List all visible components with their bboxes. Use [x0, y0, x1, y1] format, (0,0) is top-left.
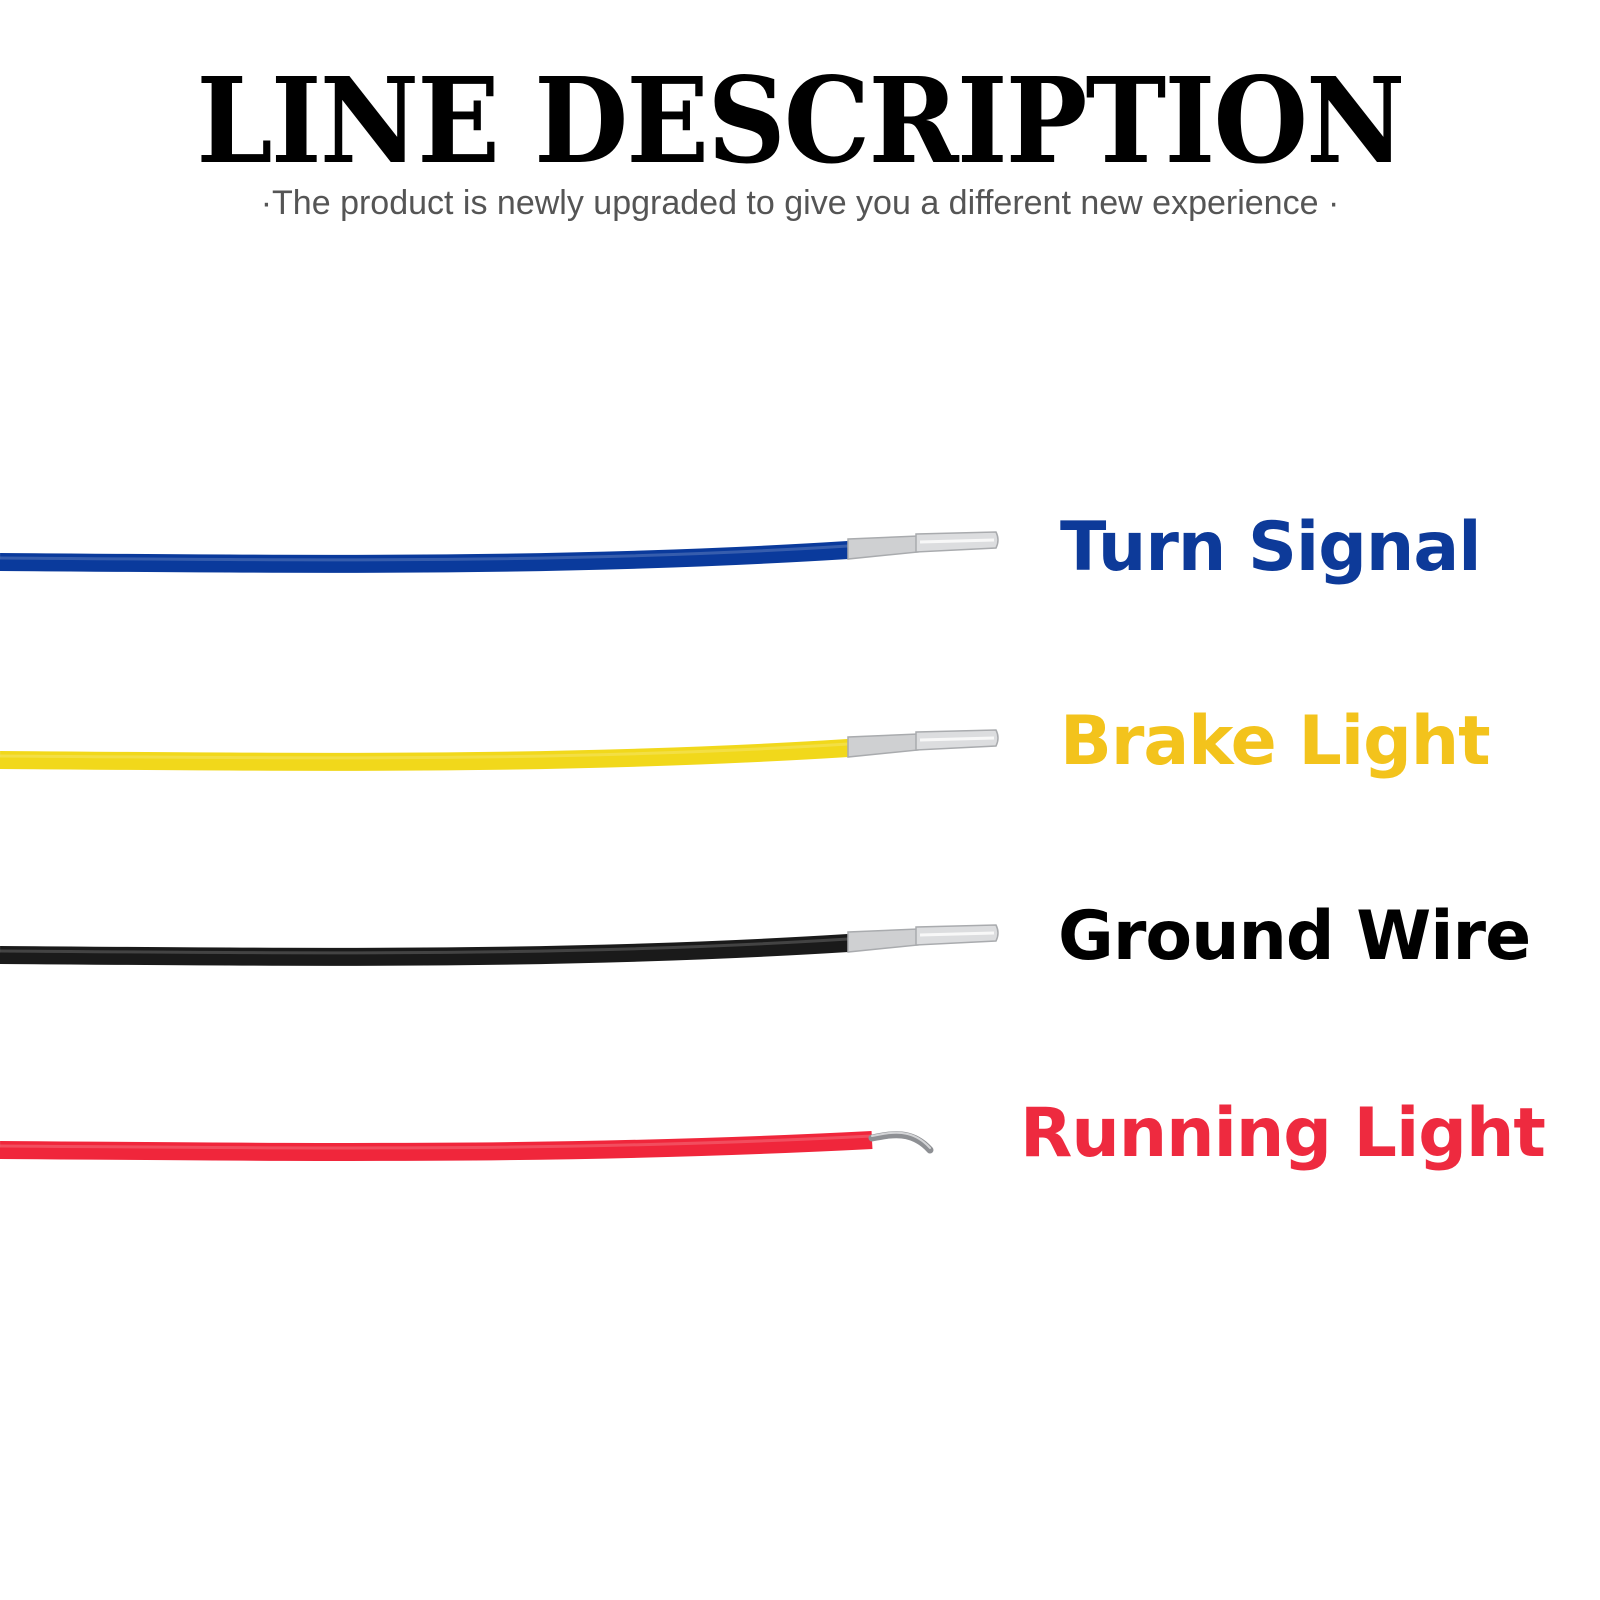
page-subtitle: ·The product is newly upgraded to give y…: [260, 184, 1340, 222]
terminal-shine: [919, 736, 995, 742]
stripped-wire-end: [868, 1131, 934, 1154]
terminal-crimp: [847, 928, 919, 953]
wire-label-turn-signal: Turn Signal: [1060, 508, 1482, 587]
wire-turn-signal: [0, 531, 999, 573]
wire-brake-light: [0, 729, 999, 771]
wire-running-light: [0, 1131, 934, 1161]
page-title: LINE DESCRIPTION: [196, 51, 1405, 190]
spade-terminal: [847, 924, 999, 953]
terminal-crimp: [847, 733, 919, 758]
wire-highlight: [0, 544, 849, 562]
wire-body: [0, 1131, 873, 1161]
wire-body: [0, 934, 849, 966]
wire-label-running-light: Running Light: [1020, 1094, 1546, 1173]
terminal-crimp: [847, 535, 919, 560]
copper-strands: [868, 1131, 934, 1154]
terminal-shine: [919, 931, 995, 937]
wire-highlight: [0, 1134, 873, 1150]
wire-label-brake-light: Brake Light: [1060, 702, 1491, 781]
wire-highlight: [0, 742, 849, 760]
wire-body: [0, 739, 849, 771]
wire-ground-wire: [0, 924, 999, 966]
wire-body: [0, 541, 849, 573]
spade-terminal: [847, 531, 999, 560]
strand-highlight: [871, 1131, 931, 1149]
terminal-shine: [919, 538, 995, 544]
wire-highlight: [0, 937, 849, 955]
spade-terminal: [847, 729, 999, 758]
wire-label-ground-wire: Ground Wire: [1058, 897, 1531, 976]
